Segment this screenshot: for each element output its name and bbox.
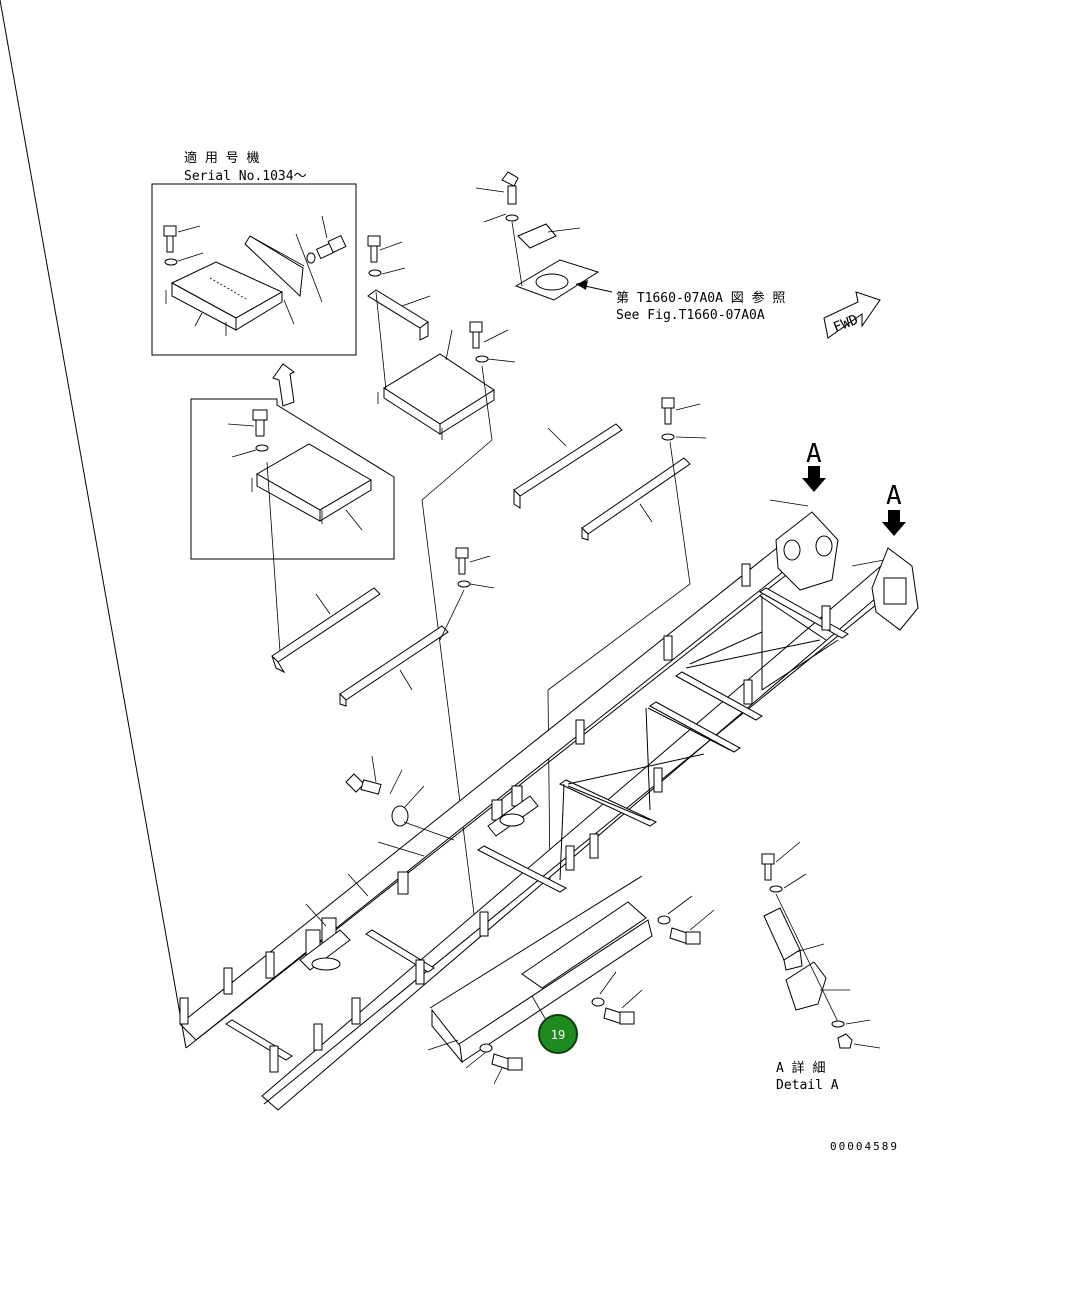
serial-en-label: Serial No.1034～ (184, 169, 307, 184)
block-icon (785, 961, 827, 1011)
bushing-icon (391, 805, 409, 827)
serial-inset: 適 用 号 機 Serial No.1034～ (151, 150, 357, 356)
washer-icon (479, 1043, 493, 1053)
callout-19-label: 19 (551, 1028, 565, 1042)
drawing-number: 00004589 (830, 1140, 899, 1153)
bracket-icon (367, 289, 429, 341)
bolt-icon (669, 927, 701, 945)
bolt-icon (491, 1053, 523, 1071)
detail-en-label: Detail A (776, 1078, 839, 1093)
ref-en-label: See Fig.T1660-07A0A (616, 308, 765, 323)
cover-box-icon (377, 353, 495, 440)
view-a-label: A (886, 481, 902, 511)
callout-19[interactable]: 19 (531, 995, 578, 1054)
detail-jp-label: A 詳 細 (776, 1060, 825, 1076)
plate-icon (244, 235, 305, 298)
cover-box-icon (165, 261, 284, 336)
bolt-icon (252, 409, 268, 437)
view-a-marker-2: A (882, 481, 906, 536)
washer-icon (164, 258, 178, 266)
washer-icon (769, 885, 783, 893)
bolt-icon (469, 321, 483, 349)
washer-icon (505, 214, 519, 222)
lower-inset (190, 398, 395, 653)
washer-icon (368, 269, 382, 277)
lower-inset-frame (190, 398, 395, 560)
washer-icon (255, 444, 269, 452)
gasket-icon (517, 223, 557, 249)
main-frame (0, 0, 919, 1111)
cross-members (225, 587, 849, 1061)
angle-bracket-3 (271, 587, 381, 674)
nut-icon (837, 1033, 853, 1049)
washer-icon (457, 580, 471, 588)
bolt-icon (367, 235, 381, 263)
bolt-icon (661, 397, 675, 425)
bolt-icon (455, 547, 469, 575)
up-arrow-icon (272, 363, 295, 407)
angle-bracket-4 (339, 625, 449, 707)
washer-icon (591, 997, 605, 1007)
bracket-icon (763, 907, 803, 971)
pointer-arrow-icon (576, 280, 588, 290)
angle-bracket-1 (513, 423, 623, 509)
down-arrow-icon (882, 510, 906, 536)
bolt-icon (603, 1007, 635, 1025)
cover-box-icon (251, 443, 372, 524)
view-a-marker-1: A (802, 439, 826, 492)
access-plate: 第 T1660-07A0A 図 参 照 See Fig.T1660-07A0A (475, 171, 785, 323)
serial-inset-frame (151, 183, 357, 356)
wing-bolt-icon (345, 773, 382, 795)
side-bolt-icon (306, 234, 347, 264)
washer-icon (831, 1020, 845, 1028)
serial-jp-label: 適 用 号 機 (184, 150, 259, 166)
hole-icon (535, 273, 569, 291)
washer-icon (657, 915, 671, 925)
ref-jp-label: 第 T1660-07A0A 図 参 照 (616, 290, 785, 306)
fwd-arrow-icon: FWD (823, 291, 881, 339)
angle-bracket-2 (581, 457, 691, 541)
down-arrow-icon (802, 466, 826, 492)
washer-icon (661, 433, 675, 441)
upper-cover-assembly (367, 235, 516, 931)
view-a-label: A (806, 439, 822, 469)
bolt-icon (163, 225, 177, 253)
bolt-icon (761, 853, 775, 881)
frame-front-head (775, 511, 919, 631)
washer-icon (475, 355, 489, 363)
detail-a: A 詳 細 Detail A (761, 841, 881, 1093)
wing-bolt-icon (501, 171, 519, 205)
